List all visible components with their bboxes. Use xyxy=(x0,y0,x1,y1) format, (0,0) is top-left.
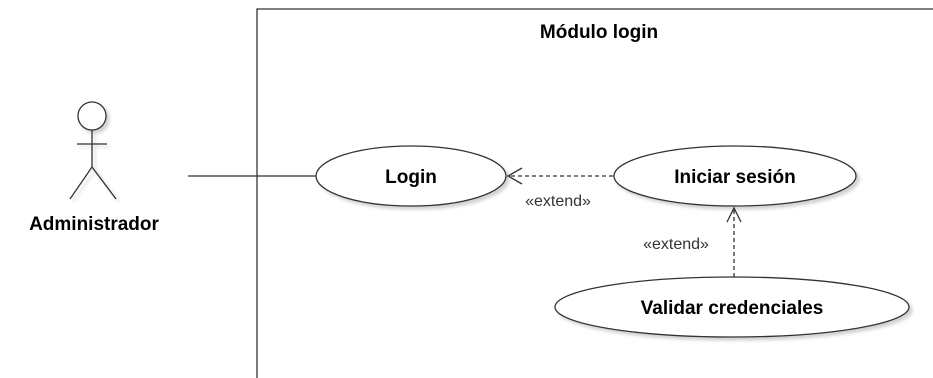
actor-name: Administrador xyxy=(29,214,159,235)
extend-label-1: «extend» xyxy=(525,193,591,210)
use-case-validar-credenciales-label: Validar credenciales xyxy=(641,298,824,319)
extend-arrowhead-iniciar xyxy=(726,206,742,223)
actor-figure xyxy=(69,101,117,200)
use-case-iniciar-sesion-shape[interactable] xyxy=(613,145,857,207)
actor-head xyxy=(77,101,107,131)
use-case-iniciar-sesion-label: Iniciar sesión xyxy=(674,167,795,188)
system-boundary xyxy=(256,8,933,378)
actor-left-leg xyxy=(69,166,93,200)
use-case-login-shape[interactable] xyxy=(315,145,507,207)
actor-right-leg xyxy=(91,166,117,200)
extend-arrowhead-login xyxy=(506,167,523,185)
use-case-login-label: Login xyxy=(385,167,437,188)
use-case-validar-credenciales-shape[interactable] xyxy=(554,276,910,338)
system-title: Módulo login xyxy=(540,22,658,43)
extend-label-2: «extend» xyxy=(643,236,709,253)
